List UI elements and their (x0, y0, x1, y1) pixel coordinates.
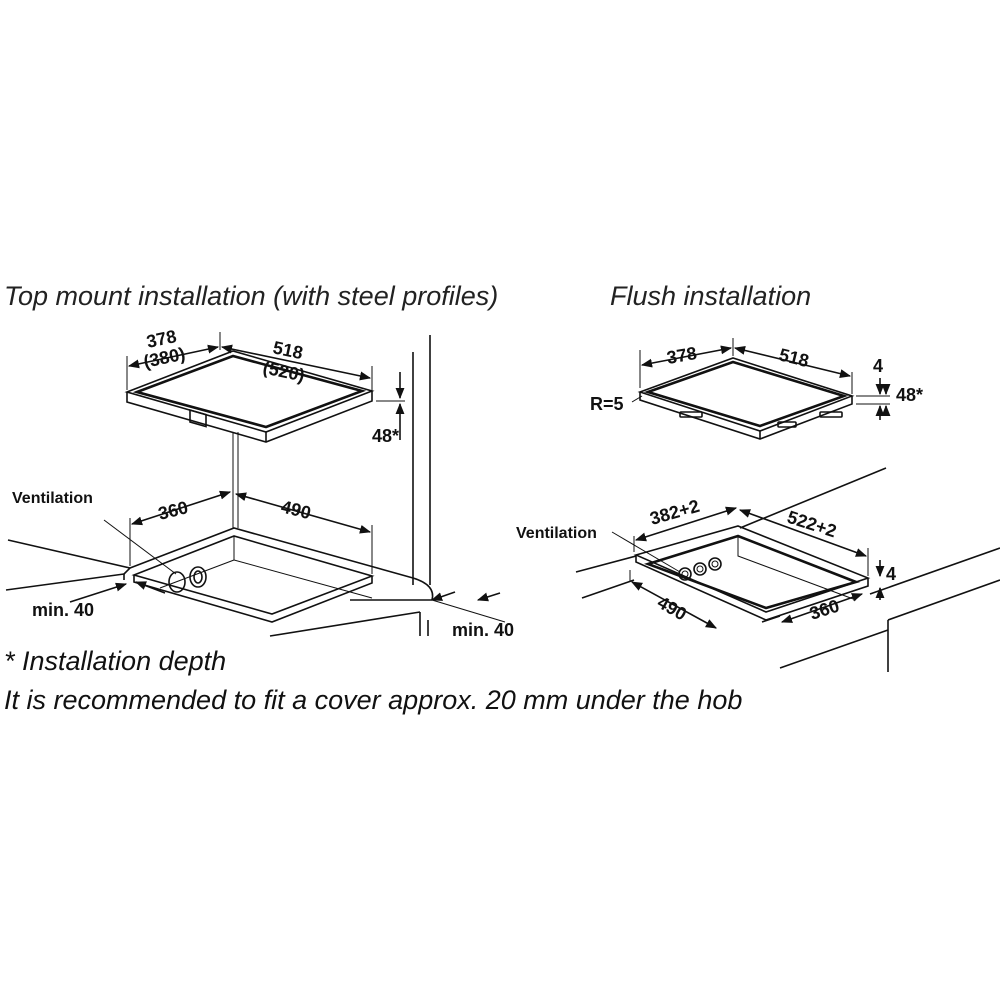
top-mount-dim-install-depth: 48* (372, 372, 405, 446)
top-mount-worktop (5, 335, 434, 637)
radius-label: R=5 (590, 394, 624, 414)
flush-dim-rebate-depth: 382+2 (633, 496, 738, 552)
heading-top-mount: Top mount installation (with steel profi… (4, 281, 498, 311)
flush-dim-hob-width: 518 (777, 344, 811, 371)
note-cover: It is recommended to fit a cover approx.… (4, 685, 742, 715)
flush-dim-rebate-height-text: 4 (886, 564, 896, 584)
flush-dim-height: 4 48* (856, 356, 923, 420)
dim-min-back: min. 40 (452, 620, 514, 640)
flush-dim-frame-height: 4 (873, 356, 883, 376)
flush-dim-cutout-depth: 360 (780, 593, 864, 624)
dim-cutout-width: 490 (279, 496, 313, 523)
ventilation-label: Ventilation (12, 490, 93, 507)
top-mount-dim-min-front: min. 40 (32, 581, 166, 620)
flush-hob (637, 357, 855, 440)
flush-ventilation-label: Ventilation (516, 525, 597, 542)
flush-dim-cutout-depth-text: 360 (807, 595, 842, 623)
top-mount-dim-cutout-depth: 360 (129, 490, 232, 566)
flush-dim-install-depth: 48* (896, 385, 923, 405)
heading-flush: Flush installation (610, 281, 811, 311)
note-installation-depth: * Installation depth (4, 646, 226, 676)
dim-cutout-depth: 360 (156, 497, 190, 524)
flush-dim-hob-depth: 378 (665, 343, 698, 368)
flush-dim-rebate-width: 522+2 (738, 507, 869, 576)
dim-min-front: min. 40 (32, 600, 94, 620)
flush-worktop (575, 467, 1000, 672)
flush-dim-rebate-depth-text: 382+2 (648, 496, 702, 529)
flush-dim-rebate-height: 4 (875, 560, 896, 600)
top-mount-dim-min-back: min. 40 (430, 591, 514, 640)
top-mount-dim-depth: 378 (380) (126, 326, 221, 390)
dim-install-depth: 48* (372, 426, 399, 446)
